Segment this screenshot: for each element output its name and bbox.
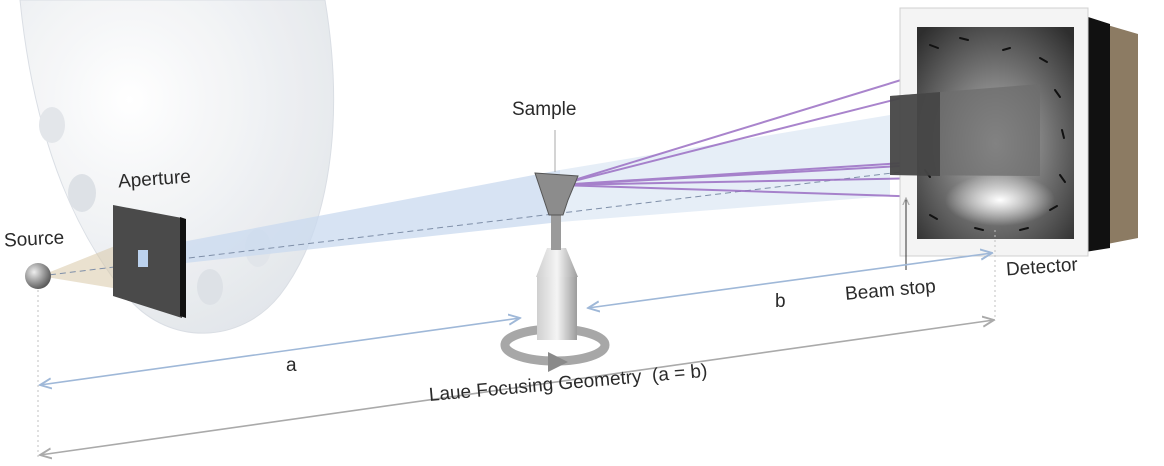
dimension-a-arrow bbox=[40, 318, 520, 385]
aperture-slit bbox=[138, 250, 148, 267]
housing-port bbox=[197, 269, 223, 305]
source-label: Source bbox=[3, 227, 65, 252]
aperture-label: Aperture bbox=[117, 166, 192, 193]
sample-crystal bbox=[534, 172, 579, 216]
detector-glow bbox=[945, 174, 1055, 226]
sample-stage-cone bbox=[536, 248, 578, 277]
dimension-b-arrow bbox=[588, 253, 992, 308]
sample-label: Sample bbox=[512, 99, 577, 120]
detector-housing bbox=[1085, 16, 1110, 252]
distance-b-label: b bbox=[775, 291, 786, 312]
incident-beam-fan bbox=[560, 115, 890, 222]
aperture-edge bbox=[180, 217, 186, 318]
beam-stop-shade bbox=[890, 92, 940, 176]
rotation-arrow-head bbox=[548, 352, 568, 372]
incident-beam bbox=[140, 170, 560, 268]
diffraction-spots bbox=[924, 37, 1066, 231]
source-sphere bbox=[25, 263, 51, 289]
sample-pin bbox=[551, 215, 561, 250]
housing-port bbox=[39, 107, 65, 143]
detector-label: Detector bbox=[1005, 254, 1079, 281]
distance-a-label: a bbox=[286, 355, 297, 376]
dimension-total-arrow bbox=[40, 320, 994, 455]
housing-port bbox=[68, 174, 96, 212]
sample-stage-post bbox=[537, 275, 577, 340]
